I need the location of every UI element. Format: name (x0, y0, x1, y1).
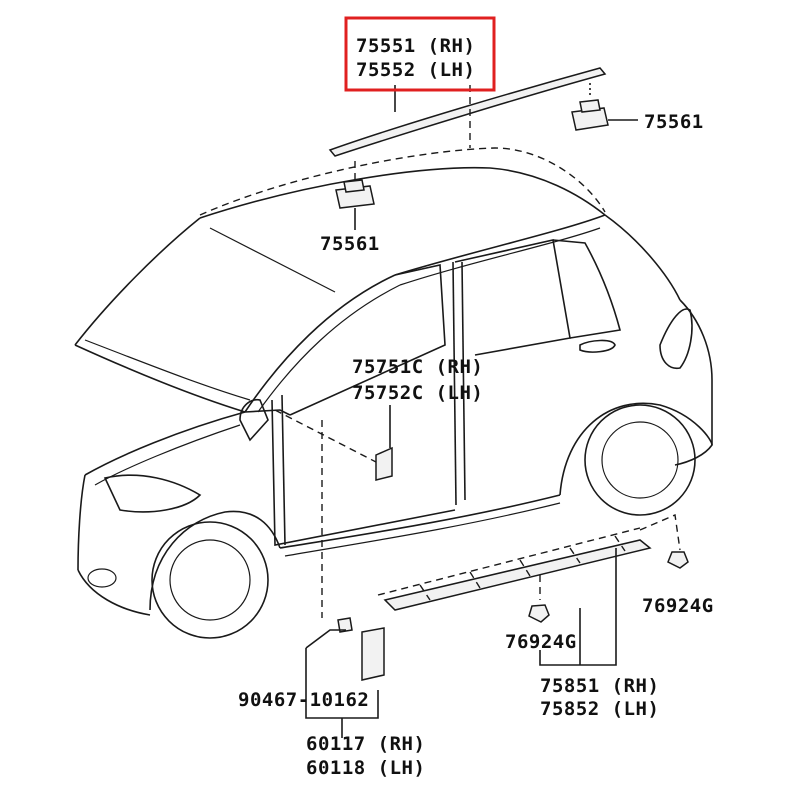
roof-clip-left-label: 75561 (320, 233, 380, 255)
roof-clip-right-label: 75561 (644, 111, 704, 133)
door-emblem-lh-label: 75752C (LH) (352, 382, 483, 404)
roof-molding-part (328, 67, 607, 157)
door-emblem-rh-label: 75751C (RH) (352, 356, 483, 378)
mudguard-part (305, 420, 385, 738)
nut-right-part (667, 551, 689, 569)
roof-clip-left-part (335, 158, 375, 230)
mudguard-screw-label: 90467-10162 (238, 689, 369, 711)
door-emblem-part (274, 405, 393, 481)
car-body-outline (74, 147, 713, 639)
highlight-box (344, 16, 496, 92)
roof-molding-lh-label: 75552 (LH) (356, 59, 475, 81)
roof-clip-right-part (571, 80, 638, 131)
nut-left-part (528, 604, 550, 623)
rocker-molding-part (377, 513, 681, 666)
rocker-molding-lh-label: 75852 (LH) (540, 698, 659, 720)
mudguard-lh-label: 60118 (LH) (306, 757, 425, 779)
nut-left-label: 76924G (505, 631, 577, 653)
mudguard-rh-label: 60117 (RH) (306, 733, 425, 755)
roof-molding-rh-label: 75551 (RH) (356, 35, 475, 57)
nut-right-label: 76924G (642, 595, 714, 617)
rocker-molding-rh-label: 75851 (RH) (540, 675, 659, 697)
